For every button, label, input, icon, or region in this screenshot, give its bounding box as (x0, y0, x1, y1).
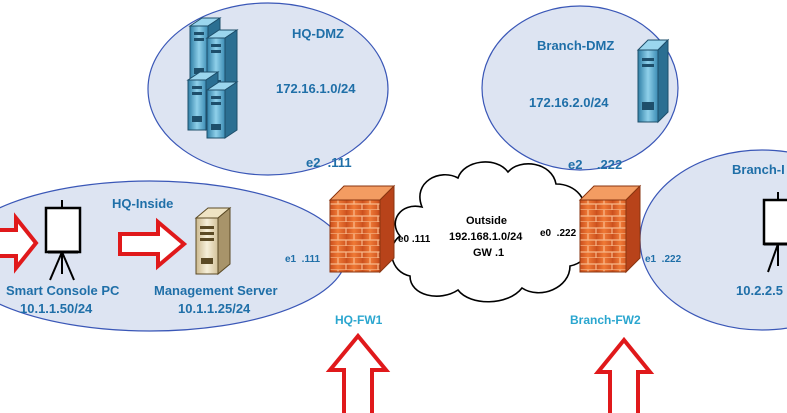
hq-fw1-e0-interface: e0 .111 (398, 234, 431, 245)
management-server-icon (194, 206, 232, 276)
hq-dmz-subnet: 172.16.1.0/24 (276, 81, 356, 96)
branch-fw2-e1-interface: e1 .222 (645, 254, 682, 265)
outside-title: Outside (466, 215, 507, 227)
outside-gateway: GW .1 (473, 247, 504, 259)
hq-dmz-interface: e2 .111 (306, 155, 352, 170)
hq-fw1-name: HQ-FW1 (335, 313, 383, 327)
red-arrow-right-left-icon (0, 212, 39, 274)
hq-fw1-firewall-icon (328, 184, 396, 274)
outside-cloud (390, 161, 594, 303)
hq-dmz-servers-icon (186, 17, 239, 139)
branch-dmz-server-icon (636, 38, 670, 124)
branch-fw2-e0-interface: e0 .222 (540, 228, 577, 239)
branch-inside-title: Branch-I (732, 162, 785, 177)
management-server-ip: 10.1.1.25/24 (178, 301, 251, 316)
management-server-name: Management Server (154, 283, 278, 298)
smart-console-name: Smart Console PC (6, 283, 120, 298)
branch-inside-subnet: 10.2.2.5 (736, 283, 783, 298)
red-arrow-up-branch-icon (593, 336, 655, 413)
branch-dmz-title: Branch-DMZ (537, 38, 614, 53)
hq-inside-title: HQ-Inside (112, 196, 173, 211)
zone-branch-dmz (481, 5, 679, 171)
hq-dmz-title: HQ-DMZ (292, 26, 344, 41)
red-arrow-up-hq-icon (325, 332, 391, 413)
branch-fw2-name: Branch-FW2 (570, 313, 641, 327)
hq-fw1-e1-interface: e1 .111 (285, 254, 320, 265)
branch-dmz-subnet: 172.16.2.0/24 (529, 95, 609, 110)
red-arrow-right-mid-icon (118, 217, 188, 271)
smart-console-ip: 10.1.1.50/24 (20, 301, 93, 316)
branch-dmz-interface: e2 .222 (568, 157, 622, 172)
branch-pc-icon (762, 192, 787, 273)
smart-console-pc-icon (44, 200, 82, 281)
branch-fw2-firewall-icon (578, 184, 642, 274)
outside-subnet: 192.168.1.0/24 (449, 231, 523, 243)
